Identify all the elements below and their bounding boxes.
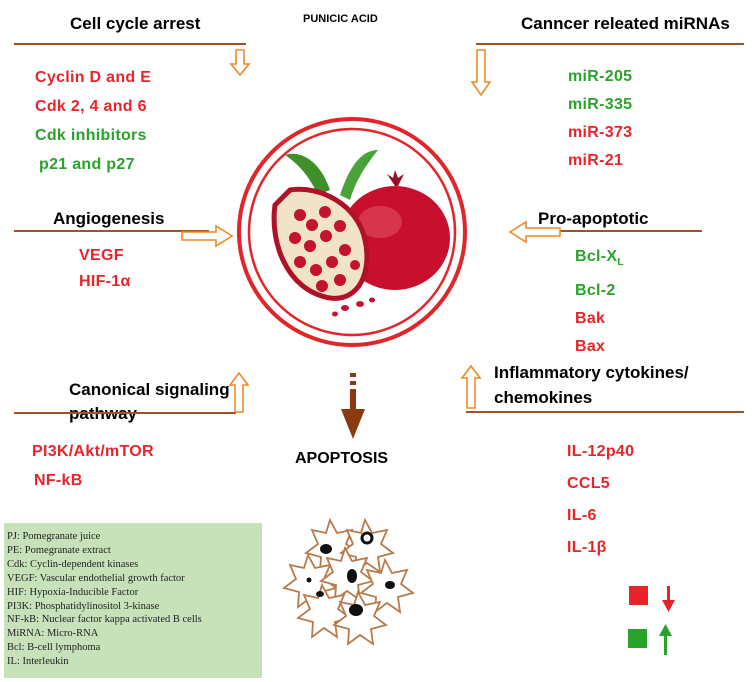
arrow-up-icon bbox=[460, 364, 482, 409]
arrow-up-icon bbox=[228, 371, 250, 413]
heading-cancer-mirnas: Canncer releated miRNAs bbox=[521, 14, 730, 33]
bclx-base: Bcl-X bbox=[575, 248, 618, 265]
abbreviation-legend: PJ: Pomegranate juice PE: Pomegranate ex… bbox=[4, 523, 262, 678]
arrow-left-icon bbox=[508, 220, 561, 244]
list-item: IL-6 bbox=[567, 507, 597, 524]
list-item: miR-373 bbox=[568, 124, 633, 141]
heading-inflammatory-line2: chemokines bbox=[494, 388, 593, 407]
legend-entry: PE: Pomegranate extract bbox=[7, 544, 111, 556]
legend-list: PJ: Pomegranate juice PE: Pomegranate ex… bbox=[7, 530, 202, 669]
arrow-right-icon bbox=[181, 224, 234, 248]
list-angiogenesis: VEGF HIF-1α bbox=[79, 243, 131, 295]
list-item: HIF-1α bbox=[79, 273, 131, 290]
legend-entry: VEGF: Vascular endothelial growth factor bbox=[7, 572, 185, 584]
list-inflammatory: IL-12p40 CCL5 IL-6 IL-1β bbox=[567, 436, 634, 564]
legend-entry: NF-kB: Nuclear factor kappa activated B … bbox=[7, 614, 202, 626]
list-item: miR-205 bbox=[568, 68, 633, 85]
legend-entry: Bcl: B-cell lymphoma bbox=[7, 642, 101, 654]
rule-pro-apoptotic bbox=[520, 230, 702, 232]
red-square-icon bbox=[629, 586, 648, 605]
list-item: Bax bbox=[575, 338, 606, 356]
list-item: IL-12p40 bbox=[567, 443, 635, 460]
rule-cell-cycle bbox=[14, 43, 246, 45]
heading-cell-cycle-arrest: Cell cycle arrest bbox=[70, 14, 201, 33]
list-item: IL-1β bbox=[567, 539, 607, 556]
diagram-title: PUNICIC ACID bbox=[303, 13, 378, 25]
list-mirna: miR-205 miR-335 miR-373 miR-21 bbox=[568, 63, 632, 175]
list-pro-apoptotic: Bcl-XL Bcl-2 Bak Bax bbox=[575, 243, 624, 361]
list-canonical: PI3K/Akt/mTOR NF-kB bbox=[32, 437, 154, 495]
apoptosis-arrow-icon bbox=[341, 373, 365, 439]
legend-entry: PI3K: Phosphatidylinositol 3-kinase bbox=[7, 600, 160, 612]
list-item: PI3K/Akt/mTOR bbox=[32, 443, 154, 460]
list-item-bclxl: Bcl-XL bbox=[575, 243, 624, 277]
heading-angiogenesis: Angiogenesis bbox=[53, 209, 165, 228]
legend-entry: IL: Interleukin bbox=[7, 656, 69, 668]
legend-entry: HIF: Hypoxia-Inducible Factor bbox=[7, 586, 139, 598]
apoptotic-cells-icon bbox=[281, 517, 416, 646]
heading-inflammatory: Inflammatory cytokines/ chemokines bbox=[494, 360, 689, 410]
list-item: Cyclin D and E bbox=[35, 69, 152, 86]
list-item: p21 and p27 bbox=[39, 156, 135, 173]
heading-inflammatory-line1: Inflammatory cytokines/ bbox=[494, 363, 689, 382]
up-arrow-icon bbox=[659, 624, 672, 655]
list-item: Cdk 2, 4 and 6 bbox=[35, 98, 147, 115]
heading-canonical-line1: Canonical signaling bbox=[69, 380, 230, 399]
rule-canonical bbox=[14, 412, 236, 414]
green-square-icon bbox=[628, 629, 647, 648]
rule-angiogenesis bbox=[14, 230, 209, 232]
arrow-down-icon bbox=[229, 49, 251, 77]
list-item: Bcl-2 bbox=[575, 282, 616, 300]
down-arrow-icon bbox=[662, 586, 675, 612]
legend-entry: Cdk: Cyclin-dependent kinases bbox=[7, 558, 139, 570]
bclx-subscript: L bbox=[617, 257, 624, 269]
list-item: miR-335 bbox=[568, 96, 633, 113]
pomegranate-illustration bbox=[237, 117, 467, 347]
list-item: VEGF bbox=[79, 247, 124, 264]
arrow-down-icon bbox=[470, 49, 492, 97]
list-item: miR-21 bbox=[568, 152, 624, 169]
legend-entry: PJ: Pomegranate juice bbox=[7, 531, 101, 542]
rule-inflammatory bbox=[466, 411, 744, 413]
apoptosis-label: APOPTOSIS bbox=[295, 450, 389, 467]
list-item: CCL5 bbox=[567, 475, 610, 492]
heading-pro-apoptotic: Pro-apoptotic bbox=[538, 209, 649, 228]
rule-mirna bbox=[476, 43, 744, 45]
list-cell-cycle: Cyclin D and E Cdk 2, 4 and 6 Cdk inhibi… bbox=[35, 63, 151, 179]
list-item: Bak bbox=[575, 310, 606, 328]
legend-entry: MiRNA: Micro-RNA bbox=[7, 628, 99, 640]
list-item: Cdk inhibitors bbox=[35, 127, 147, 144]
list-item: NF-kB bbox=[34, 472, 83, 489]
